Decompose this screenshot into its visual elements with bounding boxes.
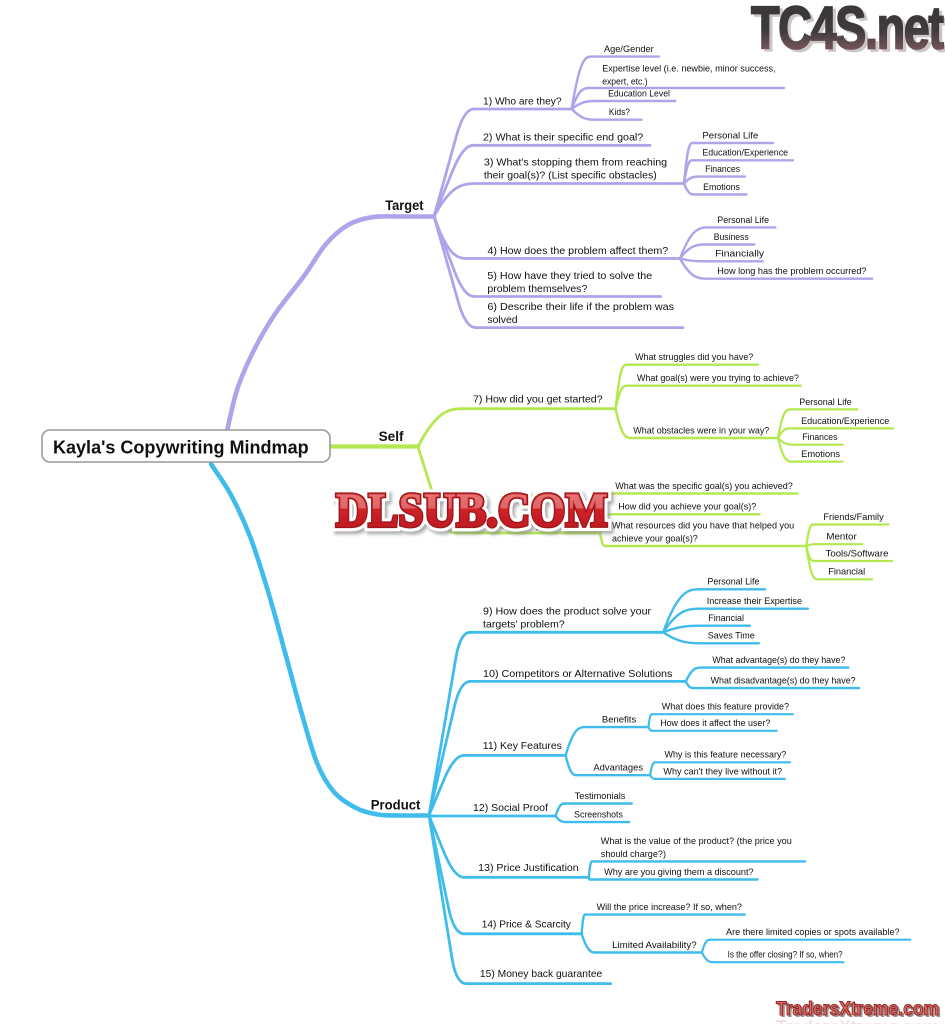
svg-text:Kids?: Kids?: [609, 107, 630, 118]
svg-text:Personal Life: Personal Life: [799, 397, 851, 408]
svg-text:14) Price & Scarcity: 14) Price & Scarcity: [482, 919, 572, 930]
svg-text:Why is this feature necessary?: Why is this feature necessary?: [665, 750, 787, 761]
svg-text:Testimonials: Testimonials: [575, 791, 626, 802]
svg-text:11) Key Features: 11) Key Features: [483, 741, 562, 752]
svg-text:Expertise level (i.e. newbie,: Expertise level (i.e. newbie, minor succ…: [602, 63, 775, 74]
svg-text:Why are you giving them a disc: Why are you giving them a discount?: [604, 867, 754, 878]
svg-text:1) Who are they?: 1) Who are they?: [483, 96, 562, 107]
svg-text:TradersXtreme.com: TradersXtreme.com: [776, 1017, 939, 1024]
svg-text:What does this feature provide: What does this feature provide?: [662, 702, 789, 713]
svg-text:Education/Experience: Education/Experience: [801, 416, 889, 427]
svg-text:Personal Life: Personal Life: [707, 577, 759, 588]
svg-text:Is the offer closing? If so, w: Is the offer closing? If so, when?: [728, 950, 843, 961]
svg-text:Emotions: Emotions: [801, 449, 840, 460]
svg-text:DLSUB.COM: DLSUB.COM: [336, 485, 608, 537]
svg-text:DLSUB.COM: DLSUB.COM: [336, 485, 608, 537]
svg-text:Limited Availability?: Limited Availability?: [612, 940, 697, 951]
svg-text:Saves Time: Saves Time: [708, 631, 755, 642]
svg-text:TradersXtreme.com: TradersXtreme.com: [776, 998, 939, 1020]
svg-text:DLSUB.COM: DLSUB.COM: [336, 485, 608, 537]
svg-text:Emotions: Emotions: [703, 182, 740, 193]
svg-text:What resources did you have th: What resources did you have that helped …: [612, 520, 794, 531]
svg-text:Benefits: Benefits: [602, 715, 637, 726]
svg-text:Product: Product: [371, 798, 421, 813]
svg-text:Self: Self: [379, 429, 404, 444]
svg-text:Personal Life: Personal Life: [717, 215, 769, 226]
svg-text:Kayla's Copywriting Mindmap: Kayla's Copywriting Mindmap: [53, 436, 309, 457]
svg-text:12) Social Proof: 12) Social Proof: [473, 803, 548, 814]
svg-text:What advantage(s) do they have: What advantage(s) do they have?: [712, 655, 845, 666]
svg-text:Education Level: Education Level: [608, 88, 670, 99]
svg-text:Target: Target: [385, 198, 424, 213]
svg-text:TC4S.net: TC4S.net: [754, 0, 945, 64]
svg-text:3) What's stopping them from r: 3) What's stopping them from reaching: [484, 157, 668, 168]
svg-text:Why can't they live without it: Why can't they live without it?: [663, 766, 782, 777]
svg-text:Will the price increase? If so: Will the price increase? If so, when?: [597, 902, 742, 913]
svg-text:What obstacles were in your wa: What obstacles were in your way?: [633, 425, 769, 436]
svg-text:TradersXtreme.com: TradersXtreme.com: [778, 1000, 941, 1022]
svg-text:Education/Experience: Education/Experience: [702, 148, 788, 159]
svg-text:How does it affect the user?: How does it affect the user?: [660, 718, 770, 729]
svg-text:solved: solved: [487, 315, 518, 326]
svg-text:How did you achieve your goal(: How did you achieve your goal(s)?: [618, 502, 756, 513]
svg-text:expert, etc.): expert, etc.): [602, 76, 647, 87]
svg-text:should charge?): should charge?): [601, 849, 666, 860]
svg-text:Finances: Finances: [705, 164, 740, 175]
svg-text:15) Money back guarantee: 15) Money back guarantee: [480, 969, 603, 980]
svg-text:4) How does the problem affect: 4) How does the problem affect them?: [488, 246, 669, 257]
svg-text:Age/Gender: Age/Gender: [604, 44, 654, 55]
svg-text:Financial: Financial: [828, 567, 865, 578]
svg-text:Increase their Expertise: Increase their Expertise: [707, 596, 802, 607]
svg-text:Personal Life: Personal Life: [702, 130, 758, 141]
svg-text:How long has the problem occur: How long has the problem occurred?: [717, 266, 866, 277]
svg-text:2) What is their specific end: 2) What is their specific end goal?: [483, 133, 644, 144]
svg-text:Financial: Financial: [708, 613, 744, 624]
svg-text:Screenshots: Screenshots: [574, 810, 623, 821]
svg-text:Advantages: Advantages: [593, 763, 643, 774]
svg-text:Business: Business: [714, 232, 749, 243]
svg-text:Financially: Financially: [715, 249, 764, 260]
svg-text:8) Where are you now?: 8) Where are you now?: [473, 520, 579, 531]
svg-text:7) How did you get started?: 7) How did you get started?: [473, 394, 603, 405]
svg-text:What was the specific goal(s): What was the specific goal(s) you achiev…: [615, 481, 793, 492]
svg-text:problem themselves?: problem themselves?: [487, 284, 587, 295]
svg-text:What disadvantage(s) do they h: What disadvantage(s) do they have?: [711, 676, 856, 687]
svg-text:5) How have they tried to solv: 5) How have they tried to solve the: [487, 271, 652, 282]
svg-text:DLSUB.COM: DLSUB.COM: [336, 485, 608, 537]
svg-text:13) Price Justification: 13) Price Justification: [478, 863, 579, 874]
svg-text:targets' problem?: targets' problem?: [483, 620, 565, 631]
svg-text:Are there limited copies or sp: Are there limited copies or spots availa…: [726, 927, 900, 938]
svg-text:6) Describe their life if the: 6) Describe their life if the problem wa…: [487, 302, 674, 313]
svg-text:Finances: Finances: [802, 432, 837, 443]
svg-text:What struggles did you have?: What struggles did you have?: [635, 352, 753, 363]
svg-text:Tools/Software: Tools/Software: [826, 548, 889, 559]
svg-text:their goal(s)? (List specific: their goal(s)? (List specific obstacles): [484, 170, 657, 181]
svg-text:TC4S.net: TC4S.net: [751, 0, 944, 62]
svg-text:Friends/Family: Friends/Family: [823, 512, 884, 523]
svg-text:10) Competitors or Alternative: 10) Competitors or Alternative Solutions: [483, 669, 672, 680]
svg-text:9) How does the product solve: 9) How does the product solve your: [483, 607, 652, 618]
svg-text:What goal(s) were you trying t: What goal(s) were you trying to achieve?: [637, 373, 799, 384]
svg-text:What is the value of the produ: What is the value of the product? (the p…: [601, 836, 792, 847]
svg-text:Mentor: Mentor: [826, 532, 856, 543]
svg-text:achieve your goal(s)?: achieve your goal(s)?: [612, 533, 698, 544]
